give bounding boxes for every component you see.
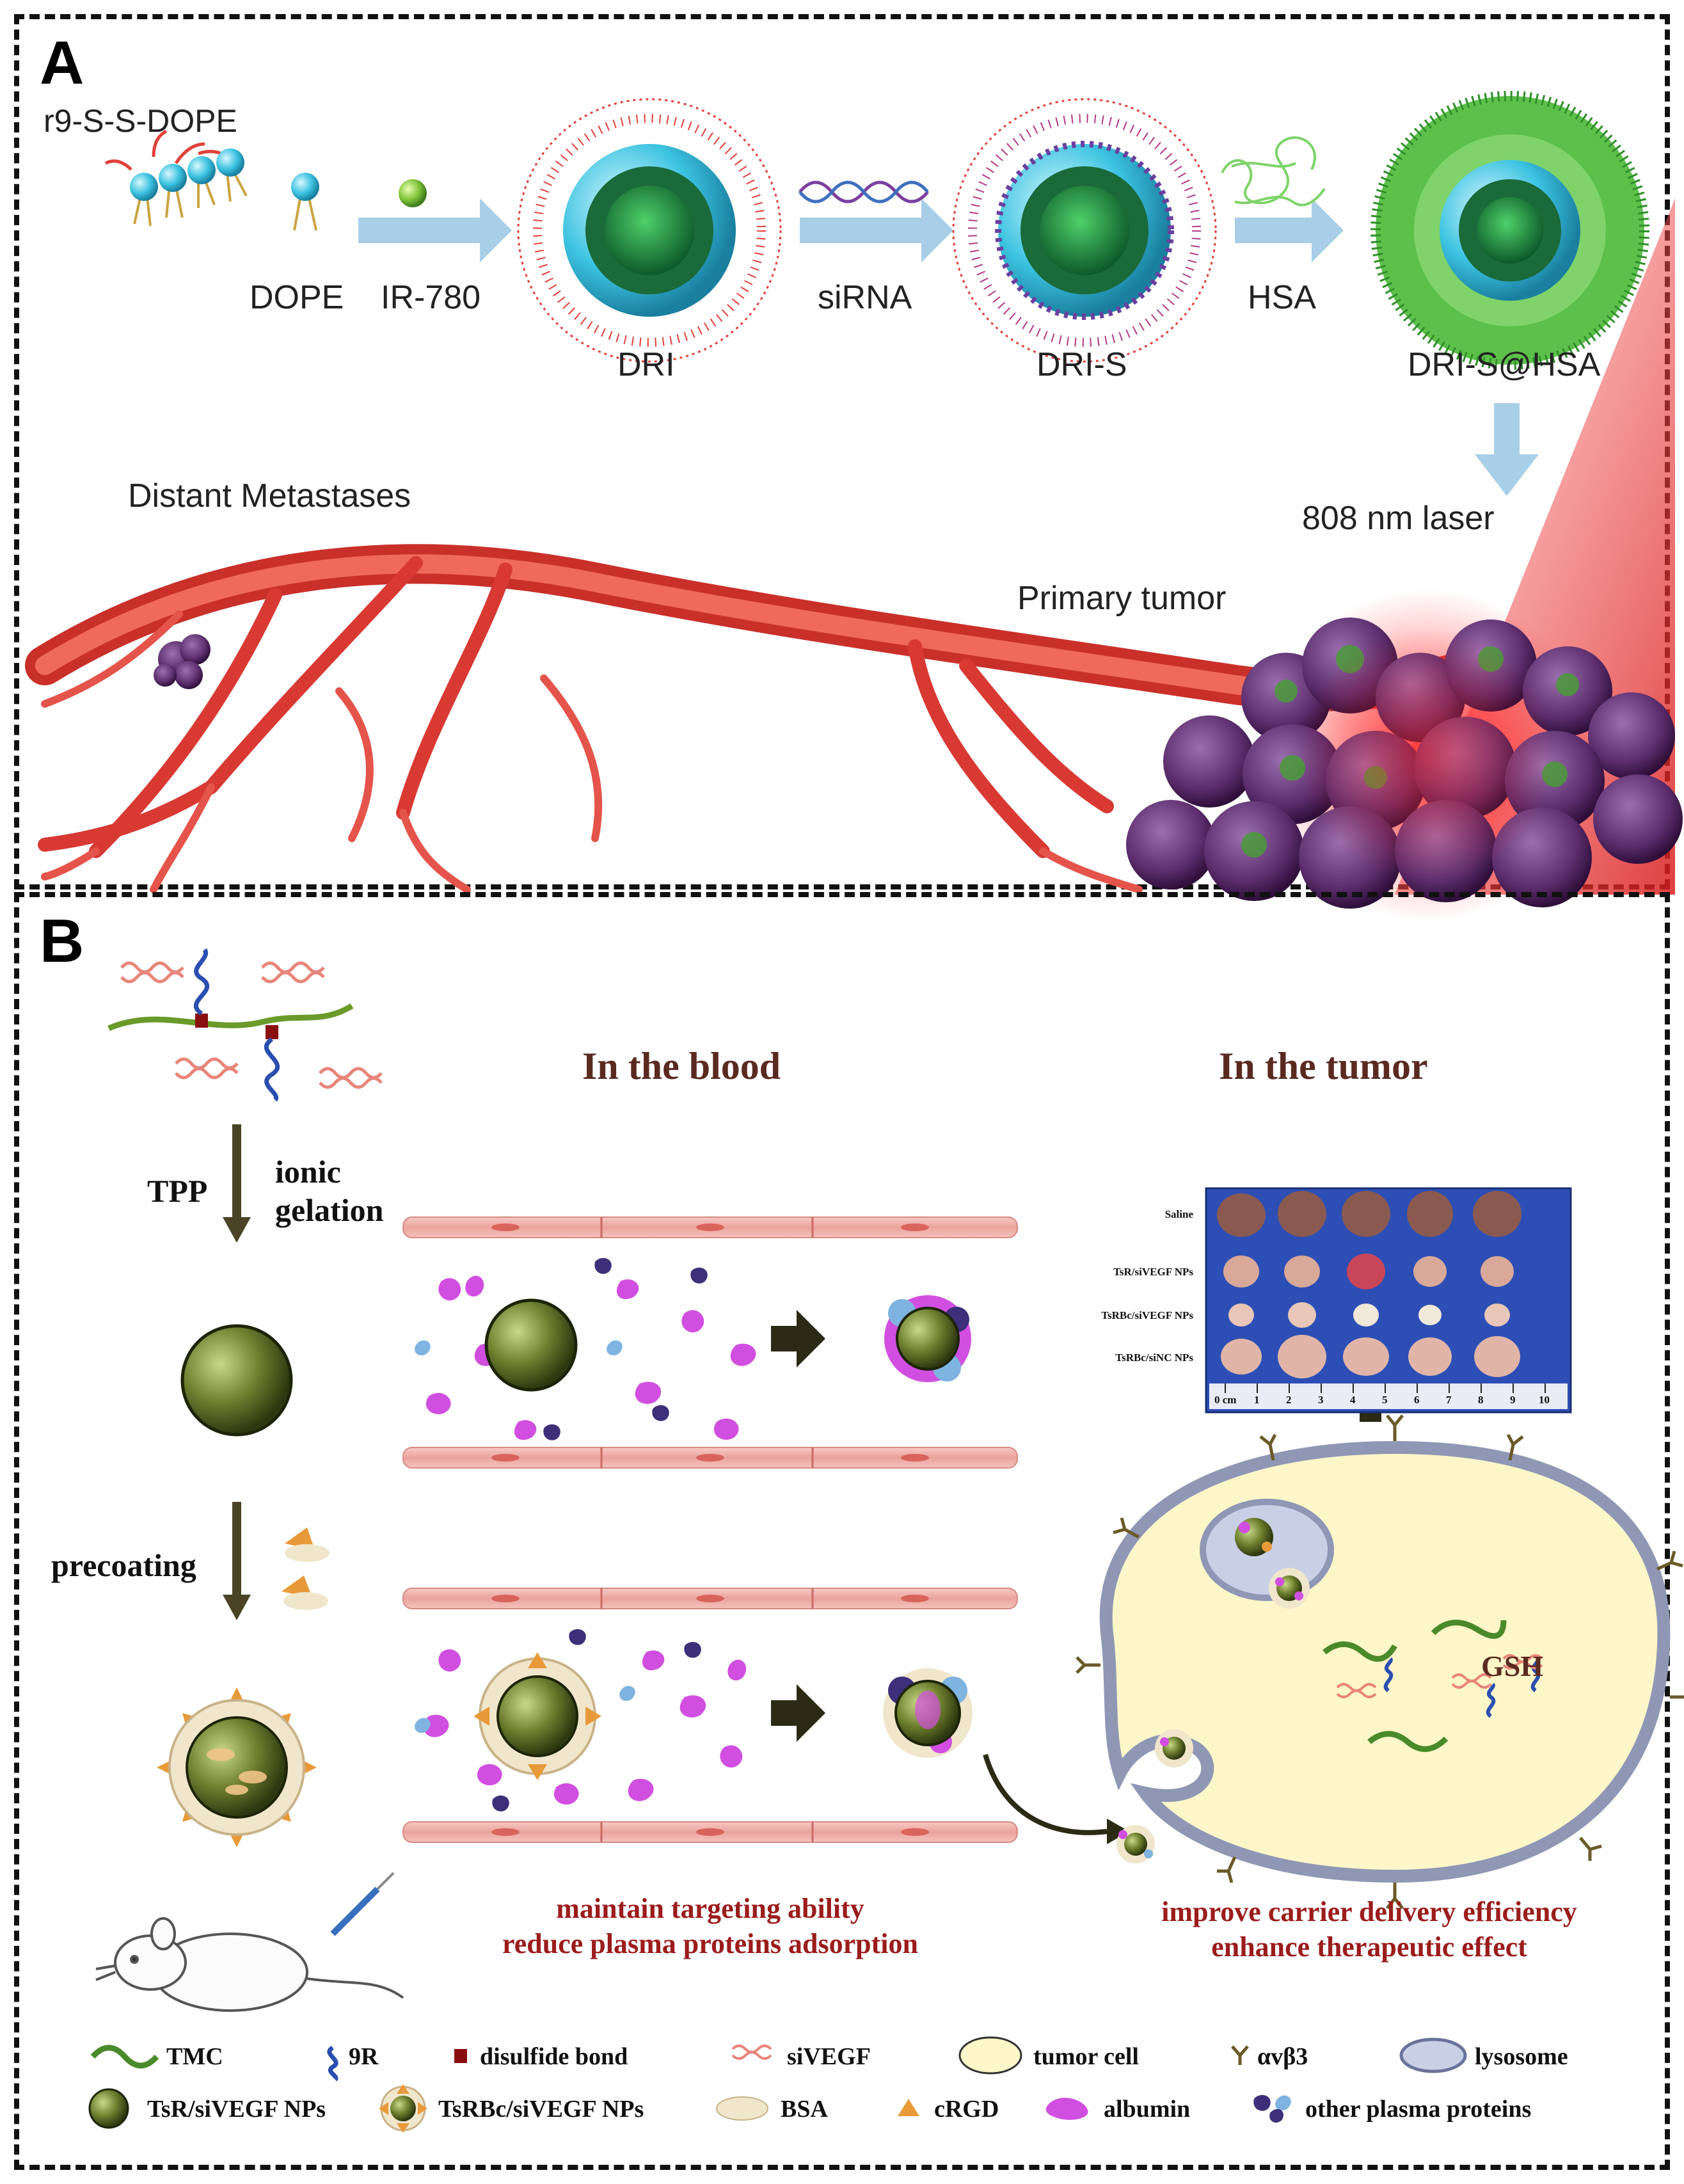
synthesis-arrows <box>223 1124 251 1620</box>
legend-other-proteins: other plasma proteins <box>1305 2096 1532 2123</box>
in-the-tumor-title: In the tumor <box>1219 1045 1428 1087</box>
photo-label-tsrbc: TsRBc/siVEGF NPs <box>1101 1309 1193 1321</box>
ir780-label: IR-780 <box>381 279 481 316</box>
plasma-proteins-top <box>415 1257 756 1440</box>
ruler-label-5: 5 <box>1382 1394 1388 1406</box>
process-arrows <box>358 198 1539 496</box>
dri-s-hsa-label: DRI-S@HSA <box>1408 346 1601 383</box>
corona-particle-bottom <box>883 1668 973 1758</box>
dri-label: DRI <box>617 346 675 383</box>
tpp-label: TPP <box>147 1173 208 1209</box>
tumor-cell <box>1076 1414 1684 1909</box>
panel-a: A r9-S-S-DOPE DOPE IR-780 siRNA HSA DRI … <box>14 14 1683 921</box>
r9-dope-molecules <box>104 129 319 231</box>
legend-lysosome-icon <box>1399 2037 1467 2073</box>
sirna-icon <box>798 180 929 203</box>
legend-sivegf: siVEGF <box>787 2043 871 2070</box>
photo-label-tsrbc-sinc: TsRBc/siNC NPs <box>1115 1351 1193 1364</box>
distant-metastasis <box>154 634 210 689</box>
dri-s-hsa-nanoparticle <box>1370 91 1649 370</box>
tumor-photo <box>1205 1187 1572 1414</box>
tmc-polymer-scheme <box>107 948 383 1102</box>
gelation-label: gelation <box>275 1192 384 1228</box>
dope-label: DOPE <box>250 279 344 316</box>
legend-tumor-cell-icon <box>958 2036 1022 2075</box>
r9-s-s-dope-label: r9-S-S-DOPE <box>44 103 237 139</box>
legend-crgd: cRGD <box>934 2096 999 2123</box>
hsa-label: HSA <box>1248 279 1316 316</box>
blood-arrows <box>771 1310 825 1742</box>
hsa-protein-icon <box>1221 136 1326 207</box>
ir780-molecule-icon <box>399 179 427 207</box>
distant-metastases-label: Distant Metastases <box>128 477 411 514</box>
legend-9r: 9R <box>349 2043 379 2070</box>
legend-9r-icon <box>327 2045 338 2082</box>
legend-tsr-icon <box>88 2088 129 2129</box>
photo-label-saline: Saline <box>1164 1208 1193 1220</box>
ionic-label: ionic <box>275 1154 341 1190</box>
legend-crgd-icon <box>898 2099 919 2116</box>
ruler-label-1: 1 <box>1254 1394 1260 1406</box>
panel-b-illustration <box>88 948 1684 2133</box>
legend-lysosome: lysosome <box>1475 2043 1568 2070</box>
legend-other-proteins-icon <box>1253 2094 1291 2123</box>
legend-disulfide: disulfide bond <box>480 2043 628 2070</box>
precoating-icons <box>282 1527 330 1610</box>
legend-tumor-cell: tumor cell <box>1033 2043 1139 2070</box>
legend-tsr: TsR/siVEGF NPs <box>147 2096 326 2123</box>
plasma-proteins-bottom <box>415 1629 747 1812</box>
legend-avb3-icon <box>1231 2045 1249 2065</box>
ruler-label-2: 2 <box>1286 1394 1292 1406</box>
dri-s-nanoparticle <box>952 98 1217 363</box>
blood-note-1: maintain targeting ability <box>556 1893 864 1924</box>
legend-sivegf-icon <box>731 2045 772 2060</box>
ruler-label-0: 0 cm <box>1214 1394 1237 1406</box>
legend-tsrbc: TsRBc/siVEGF NPs <box>438 2096 644 2123</box>
legend-tmc-icon <box>90 2045 159 2069</box>
photo-label-tsr: TsR/siVEGF NPs <box>1113 1266 1193 1278</box>
dri-nanoparticle <box>517 98 782 363</box>
legend-albumin: albumin <box>1104 2096 1191 2123</box>
blood-vessel-channel-top <box>402 1216 1018 1469</box>
laser-label: 808 nm laser <box>1302 500 1495 537</box>
ruler-label-4: 4 <box>1350 1394 1356 1406</box>
legend-glyphs <box>88 2036 1467 2133</box>
gsh-label: GSH <box>1481 1650 1544 1682</box>
tumor-note-2: enhance therapeutic effect <box>1211 1931 1527 1963</box>
panel-a-letter: A <box>40 29 84 97</box>
panel-a-illustration <box>25 91 1683 921</box>
small-particle-tumor <box>1116 1825 1155 1863</box>
ruler-label-10: 10 <box>1539 1394 1550 1406</box>
blood-vessel-channel-bottom <box>402 1588 1018 1843</box>
ruler-label-8: 8 <box>1478 1394 1484 1406</box>
tsr-nanoparticle <box>180 1324 293 1437</box>
legend-avb3: αvβ3 <box>1257 2043 1308 2070</box>
dope-molecule-icon <box>291 173 319 201</box>
ruler-label-6: 6 <box>1414 1394 1420 1406</box>
primary-tumor-label: Primary tumor <box>1017 580 1227 617</box>
tsrbc-nanoparticle <box>157 1687 317 1847</box>
sirna-label: siRNA <box>818 279 912 316</box>
dri-s-label: DRI-S <box>1037 346 1127 383</box>
legend-bsa: BSA <box>781 2096 828 2123</box>
primary-tumor <box>1126 589 1683 921</box>
delivery-arrow <box>983 1753 1108 1835</box>
blood-note-2: reduce plasma proteins adsorption <box>502 1928 918 1959</box>
panel-b: B In the blood In the tumor TPP ionic ge… <box>14 892 1684 2170</box>
legend-tmc: TMC <box>166 2043 223 2070</box>
ruler-label-3: 3 <box>1318 1394 1324 1406</box>
legend-bsa-icon <box>716 2096 768 2121</box>
precoating-label: precoating <box>51 1547 196 1583</box>
mouse-injection-icon <box>95 1872 404 2012</box>
corona-particle-top <box>884 1295 971 1382</box>
panel-b-letter: B <box>40 907 84 975</box>
in-the-blood-title: In the blood <box>582 1045 781 1087</box>
legend-tsrbc-icon <box>379 2084 427 2133</box>
legend-albumin-icon <box>1045 2098 1088 2120</box>
legend-disulfide-icon <box>454 2049 467 2063</box>
ruler-label-7: 7 <box>1446 1394 1452 1406</box>
ruler-label-9: 9 <box>1510 1394 1516 1406</box>
tumor-note-1: improve carrier delivery efficiency <box>1161 1896 1577 1927</box>
